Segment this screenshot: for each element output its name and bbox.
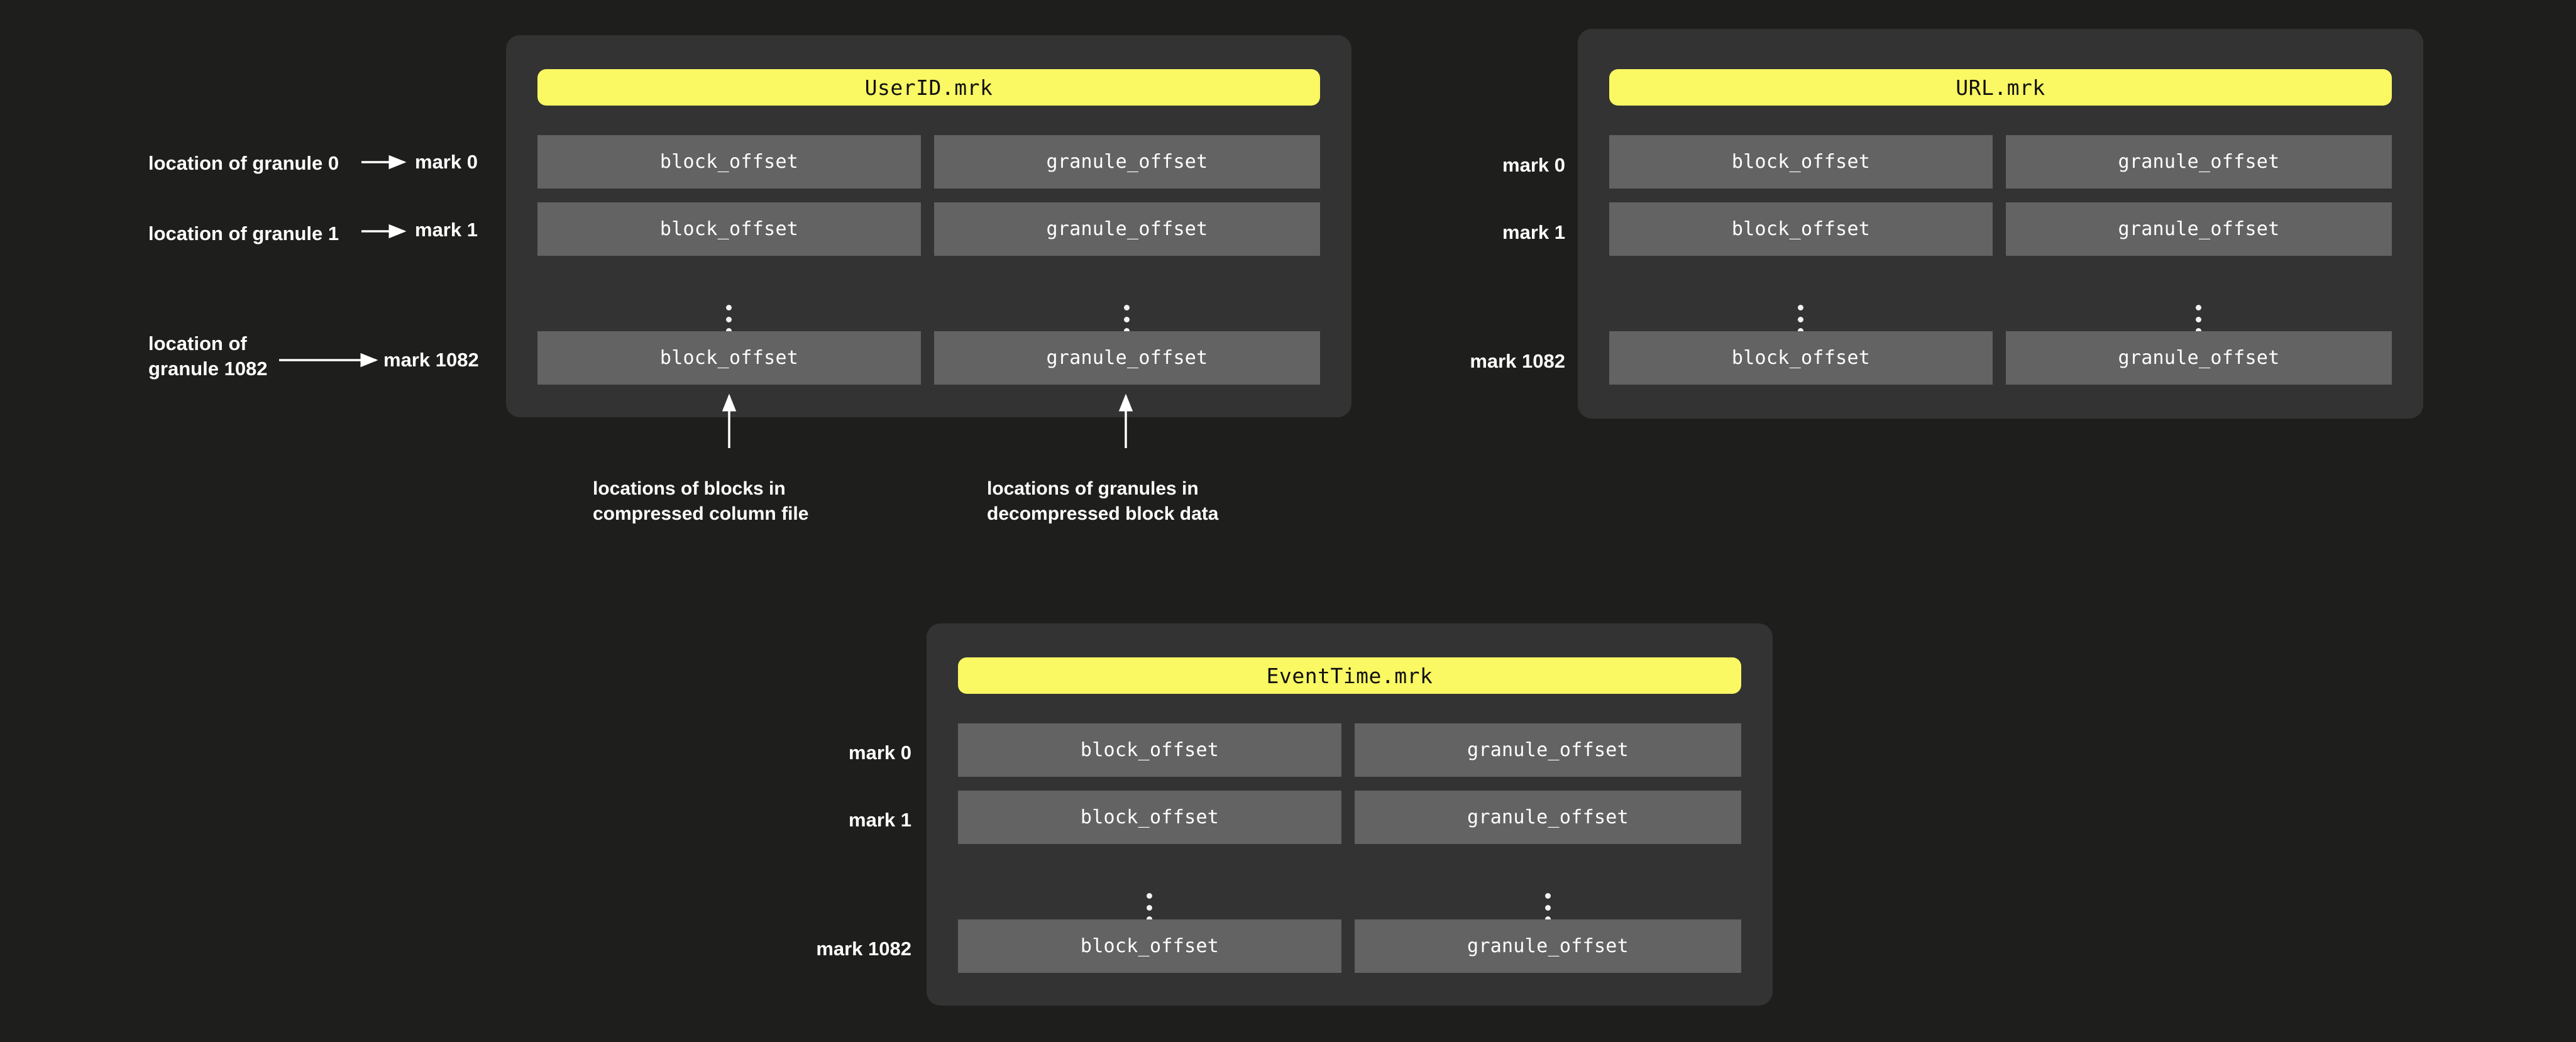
vertical-ellipsis-icon [1147,893,1152,922]
mark-label-eventtime-1082: mark 1082 [816,938,911,960]
note-block-locations: locations of blocks in compressed column… [593,478,809,524]
cell-granule-offset: granule_offset [2006,135,2392,189]
vertical-ellipsis-icon [1124,305,1130,334]
vertical-ellipsis-icon [1545,893,1551,922]
vertical-ellipsis-icon [726,305,732,334]
panel-title-userid: UserID.mrk [537,69,1320,106]
cell-block-offset: block_offset [537,202,921,256]
note-granule-locations: locations of granules in decompressed bl… [987,478,1219,524]
cell-granule-offset: granule_offset [1355,723,1741,777]
cell-granule-offset: granule_offset [934,331,1320,385]
panel-eventtime-mrk: EventTime.mrk block_offset granule_offse… [927,623,1773,1006]
mark-label-eventtime-0: mark 0 [849,742,911,764]
panel-title-eventtime: EventTime.mrk [958,657,1741,694]
cell-granule-offset: granule_offset [2006,202,2392,256]
cell-granule-offset: granule_offset [1355,791,1741,844]
mark-label-url-1: mark 1 [1502,221,1565,243]
cell-block-offset: block_offset [1609,135,1993,189]
cell-granule-offset: granule_offset [1355,919,1741,973]
cell-granule-offset: granule_offset [2006,331,2392,385]
vertical-ellipsis-icon [1798,305,1803,334]
cell-block-offset: block_offset [537,331,921,385]
granule-location-label-1: location of granule 1 [148,222,339,244]
cell-block-offset: block_offset [958,723,1341,777]
mark-label-url-1082: mark 1082 [1470,350,1565,372]
mark-label-url-0: mark 0 [1502,154,1565,176]
cell-block-offset: block_offset [1609,331,1993,385]
mark-label-userid-1: mark 1 [415,219,478,241]
cell-block-offset: block_offset [537,135,921,189]
panel-userid-mrk: UserID.mrk block_offset granule_offset b… [506,35,1351,417]
mark-label-userid-0: mark 0 [415,151,478,173]
cell-block-offset: block_offset [958,791,1341,844]
vertical-ellipsis-icon [2196,305,2201,334]
mark-label-eventtime-1: mark 1 [849,809,911,831]
mark-label-userid-1082: mark 1082 [383,349,479,371]
cell-granule-offset: granule_offset [934,202,1320,256]
panel-title-url: URL.mrk [1609,69,2392,106]
panel-url-mrk: URL.mrk block_offset granule_offset bloc… [1578,29,2423,419]
cell-granule-offset: granule_offset [934,135,1320,189]
granule-location-label-0: location of granule 0 [148,152,339,174]
cell-block-offset: block_offset [1609,202,1993,256]
granule-location-label-1082: location of granule 1082 [148,332,268,380]
cell-block-offset: block_offset [958,919,1341,973]
